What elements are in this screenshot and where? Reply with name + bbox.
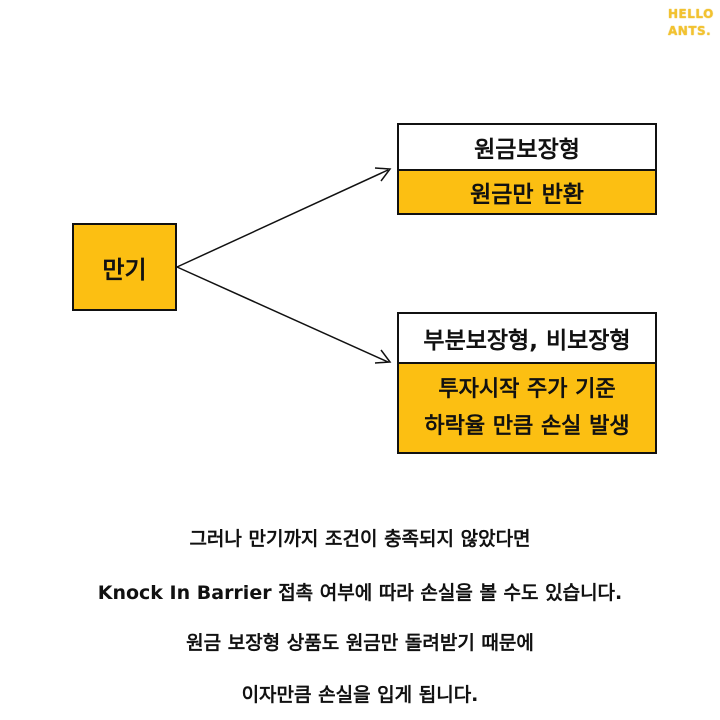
maturity-label: 만기 xyxy=(102,255,147,284)
arrowhead-guaranteed xyxy=(374,167,392,182)
arrow-to-guaranteed xyxy=(176,169,389,268)
logo-line-1: HELLO xyxy=(668,7,714,21)
description-line-3: 원금 보장형 상품도 원금만 돌려받기 때문에 xyxy=(186,632,534,654)
logo-line-2: ANTS. xyxy=(668,24,712,38)
partial-non-guaranteed-header: 부분보장형, 비보장형 xyxy=(397,312,657,364)
partial-non-guaranteed-result: 투자시작 주가 기준 하락율 만큼 손실 발생 xyxy=(397,362,657,454)
principal-guaranteed-header: 원금보장형 xyxy=(397,123,657,171)
principal-guaranteed-result-label: 원금만 반환 xyxy=(470,182,584,208)
result-line-1: 투자시작 주가 기준 xyxy=(438,377,616,402)
description-line-4: 이자만큼 손실을 입게 됩니다. xyxy=(241,684,479,706)
description-line-1: 그러나 만기까지 조건이 충족되지 않았다면 xyxy=(189,528,531,550)
partial-non-guaranteed-label: 부분보장형, 비보장형 xyxy=(423,328,631,354)
arrowhead-non-guaranteed xyxy=(374,349,392,364)
description-line-2: Knock In Barrier 접촉 여부에 따라 손실을 볼 수도 있습니다… xyxy=(97,582,623,604)
hello-ants-logo: HELLO ANTS. xyxy=(668,6,718,54)
maturity-box: 만기 xyxy=(72,223,177,311)
principal-guaranteed-result: 원금만 반환 xyxy=(397,169,657,215)
result-line-2: 하락율 만큼 손실 발생 xyxy=(424,414,630,439)
principal-guaranteed-label: 원금보장형 xyxy=(474,137,580,163)
arrow-to-non-guaranteed xyxy=(176,266,389,363)
